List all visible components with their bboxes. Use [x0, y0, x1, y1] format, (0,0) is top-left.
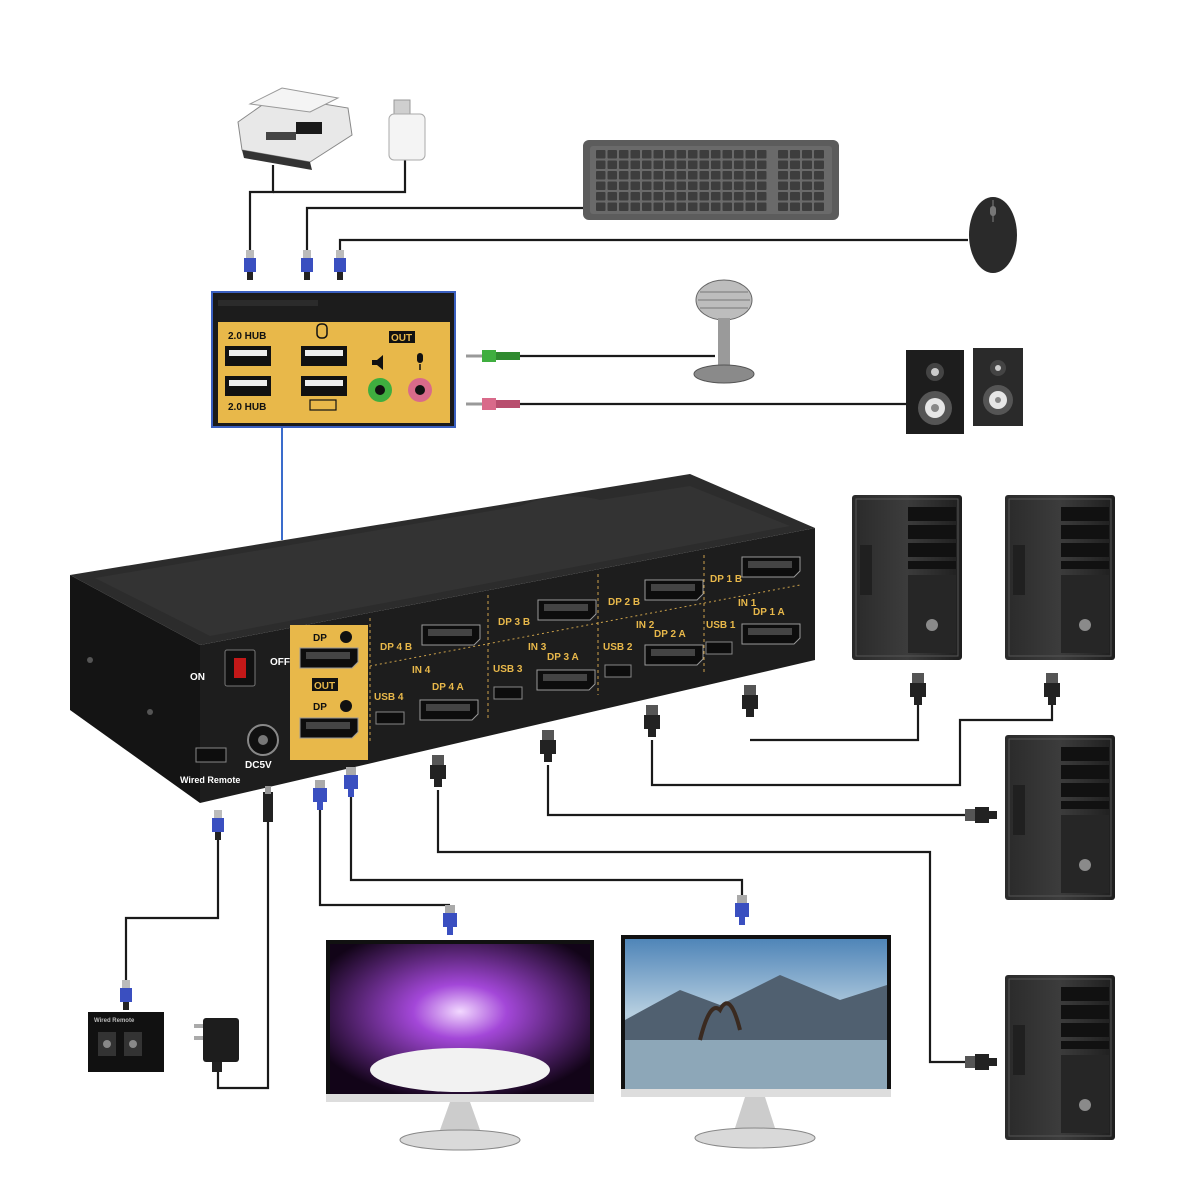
wired-remote-port[interactable]	[195, 747, 227, 763]
remote-cable-plug-icon	[212, 810, 224, 840]
dp3a-label: DP 3 A	[547, 652, 579, 663]
hdmi-plug-icon	[1044, 673, 1060, 705]
audio-out-label: OUT	[391, 333, 412, 344]
in4-label: IN 4	[412, 665, 431, 676]
keyboard-icon	[583, 140, 839, 220]
usb1-port[interactable]	[705, 641, 733, 655]
dp-out-b-label: DP	[313, 633, 327, 644]
mouse-icon	[316, 323, 328, 339]
mouse-icon	[969, 197, 1017, 273]
audio-plug-green-icon	[466, 350, 520, 362]
remote-button-1[interactable]	[103, 1040, 111, 1048]
usb3-label: USB 3	[493, 664, 523, 675]
wired-remote-label: Wired Remote	[180, 775, 240, 785]
speakers-icon	[906, 348, 1023, 434]
microphone-icon	[417, 353, 423, 370]
dp2a-label: DP 2 A	[654, 629, 686, 640]
monitor-left-icon	[326, 940, 594, 1151]
dp4a-port[interactable]	[419, 699, 479, 721]
dp2b-label: DP 2 B	[608, 597, 640, 608]
dp1a-label: DP 1 A	[753, 607, 785, 618]
usb3-port[interactable]	[493, 686, 523, 700]
audio-plug-pink-icon	[466, 398, 520, 410]
hdmi-plug-icon	[965, 1054, 997, 1070]
dp1b-label: DP 1 B	[710, 574, 742, 585]
microphone-stand-icon	[693, 279, 755, 384]
remote-label: Wired Remote	[94, 1018, 135, 1024]
dp4b-label: DP 4 B	[380, 642, 412, 653]
dp-out-a-label: DP	[313, 702, 327, 713]
power-adapter-icon	[194, 1018, 239, 1072]
dp2b-port[interactable]	[644, 579, 704, 601]
hdmi-plug-icon	[965, 807, 997, 823]
usb4-port[interactable]	[375, 711, 405, 725]
in1-label: IN 1	[738, 598, 757, 609]
speaker-icon	[372, 355, 383, 370]
usb-plug-icon	[244, 250, 256, 280]
hdmi-plug-icon	[644, 705, 660, 737]
computer-tower-icon	[851, 494, 963, 661]
power-on-label: ON	[190, 672, 205, 683]
usb-drive-icon	[388, 99, 426, 161]
front-panel: 2.0 HUB 2.0 HUB OUT	[211, 291, 456, 428]
dp3b-label: DP 3 B	[498, 617, 530, 628]
usb-plug-icon	[334, 250, 346, 280]
wired-remote-icon: Wired Remote	[88, 1012, 164, 1072]
hdmi-plug-icon	[540, 730, 556, 762]
keyboard-icon	[309, 399, 337, 411]
hdmi-plug-icon	[443, 905, 457, 935]
remote-button-2[interactable]	[129, 1040, 137, 1048]
computer-tower-icon	[1004, 494, 1116, 661]
computer-tower-icon	[1004, 734, 1116, 901]
dp1a-port[interactable]	[741, 623, 801, 645]
dp3b-port[interactable]	[537, 599, 597, 621]
hdmi-plug-icon	[344, 767, 358, 797]
dc-plug-icon	[263, 786, 273, 822]
hub-label-bottom: 2.0 HUB	[228, 402, 266, 413]
cables	[124, 160, 1054, 1090]
dc-label: DC5V	[245, 760, 272, 771]
hdmi-plug-icon	[735, 895, 749, 925]
usb-plug-icon	[301, 250, 313, 280]
hdmi-plug-icon	[430, 755, 446, 787]
dp2a-port[interactable]	[644, 644, 704, 666]
input-port-group	[369, 555, 801, 742]
hdmi-plug-icon	[910, 673, 926, 705]
dp4a-label: DP 4 A	[432, 682, 464, 693]
monitor-right-icon	[621, 935, 891, 1149]
dp-out-b-port[interactable]	[299, 647, 359, 669]
out-label: OUT	[314, 681, 335, 692]
in2-label: IN 2	[636, 620, 655, 631]
hdmi-plug-icon	[742, 685, 758, 717]
kvm-front-face: ON OFF DC5V Wired Remote DP OUT DP DP 4 …	[180, 555, 801, 785]
usb1-label: USB 1	[706, 620, 736, 631]
printer-icon	[237, 87, 353, 170]
dp3a-port[interactable]	[536, 669, 596, 691]
power-off-label: OFF	[270, 657, 290, 668]
dp1b-port[interactable]	[741, 556, 801, 578]
usb2-label: USB 2	[603, 642, 633, 653]
dp-out-a-port[interactable]	[299, 717, 359, 739]
dp4b-port[interactable]	[421, 624, 481, 646]
in3-label: IN 3	[528, 642, 547, 653]
computer-tower-icon	[1004, 974, 1116, 1141]
remote-cable-plug-icon	[120, 980, 132, 1010]
usb4-label: USB 4	[374, 692, 404, 703]
hdmi-plug-icon	[313, 780, 327, 810]
hub-label-top: 2.0 HUB	[228, 331, 266, 342]
usb2-port[interactable]	[604, 664, 632, 678]
